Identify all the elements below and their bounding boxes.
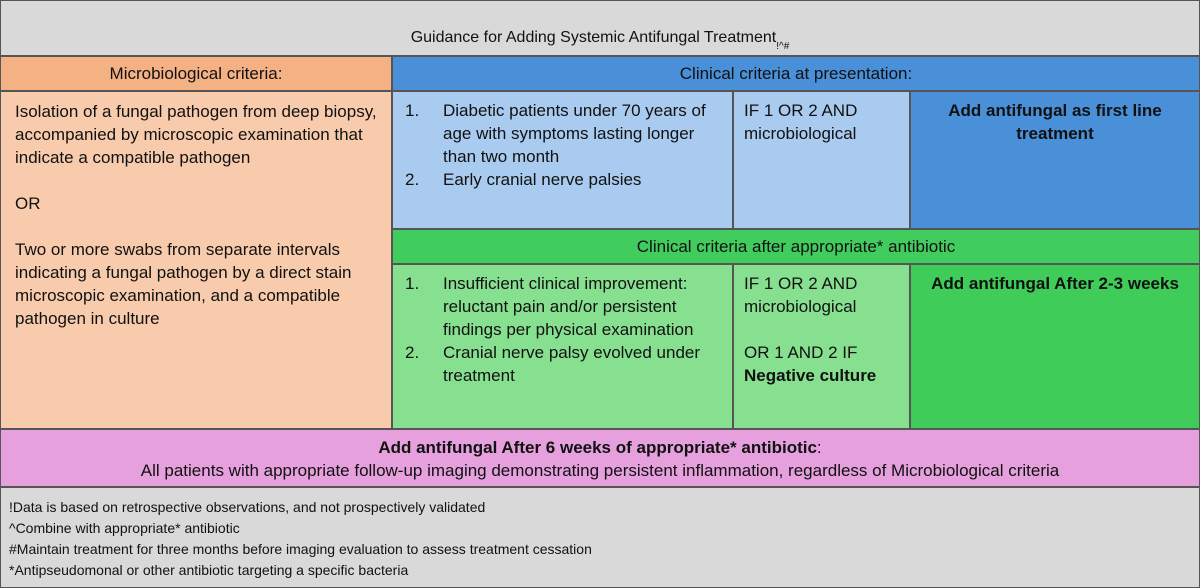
list-number: 2. bbox=[405, 343, 420, 362]
list-item: 2. Cranial nerve palsy evolved under tre… bbox=[403, 341, 722, 387]
footnotes: !Data is based on retrospective observat… bbox=[0, 487, 1200, 588]
presentation-condition: IF 1 OR 2 AND microbiological bbox=[733, 91, 910, 229]
micro-criterion-swabs: Two or more swabs from separate interval… bbox=[15, 240, 352, 328]
presentation-condition-text: IF 1 OR 2 AND microbiological bbox=[744, 101, 858, 143]
microbiological-criteria-body: Isolation of a fungal pathogen from deep… bbox=[0, 91, 392, 429]
list-text: Cranial nerve palsy evolved under treatm… bbox=[443, 343, 701, 385]
list-text: Insufficient clinical improvement: reluc… bbox=[443, 274, 694, 339]
list-text: Early cranial nerve palsies bbox=[443, 170, 642, 189]
footnote-antipseudomonal: *Antipseudomonal or other antibiotic tar… bbox=[9, 562, 409, 578]
list-number: 1. bbox=[405, 274, 420, 293]
list-item: 1. Diabetic patients under 70 years of a… bbox=[403, 99, 722, 168]
table-title: Guidance for Adding Systemic Antifungal … bbox=[0, 0, 1200, 56]
micro-criterion-biopsy: Isolation of a fungal pathogen from deep… bbox=[15, 102, 377, 167]
after-antibiotic-action: Add antifungal After 2-3 weeks bbox=[910, 264, 1200, 429]
list-item: 1. Insufficient clinical improvement: re… bbox=[403, 272, 722, 341]
micro-criterion-or: OR bbox=[15, 194, 41, 213]
clinical-after-antibiotic-header-text: Clinical criteria after appropriate* ant… bbox=[636, 236, 956, 256]
after-antibiotic-action-text: Add antifungal After 2-3 weeks bbox=[931, 274, 1179, 293]
list-item: 2. Early cranial nerve palsies bbox=[403, 168, 722, 191]
clinical-presentation-header: Clinical criteria at presentation: bbox=[392, 56, 1200, 91]
title-text: Guidance for Adding Systemic Antifungal … bbox=[410, 29, 777, 46]
six-week-heading-colon: : bbox=[816, 438, 822, 457]
presentation-action: Add antifungal as first line treatment bbox=[910, 91, 1200, 229]
list-number: 1. bbox=[405, 101, 420, 120]
six-week-heading: Add antifungal After 6 weeks of appropri… bbox=[378, 438, 817, 457]
after-condition-second: OR 1 AND 2 IF bbox=[744, 343, 858, 362]
list-number: 2. bbox=[405, 170, 420, 189]
after-condition-first: IF 1 OR 2 AND microbiological bbox=[744, 274, 858, 316]
after-condition-negative-culture: Negative culture bbox=[744, 366, 877, 385]
footnote-combine: ^Combine with appropriate* antibiotic bbox=[9, 520, 240, 536]
presentation-criteria-list: 1. Diabetic patients under 70 years of a… bbox=[392, 91, 733, 229]
after-antibiotic-criteria-list: 1. Insufficient clinical improvement: re… bbox=[392, 264, 733, 429]
microbiological-criteria-header: Microbiological criteria: bbox=[0, 56, 392, 91]
six-week-recommendation: Add antifungal After 6 weeks of appropri… bbox=[0, 429, 1200, 487]
clinical-after-antibiotic-header: Clinical criteria after appropriate* ant… bbox=[392, 229, 1200, 264]
clinical-presentation-header-text: Clinical criteria at presentation: bbox=[679, 63, 913, 83]
list-text: Diabetic patients under 70 years of age … bbox=[443, 101, 706, 166]
microbiological-header-text: Microbiological criteria: bbox=[109, 63, 283, 83]
six-week-text: All patients with appropriate follow-up … bbox=[140, 461, 1060, 480]
footnote-data-basis: !Data is based on retrospective observat… bbox=[9, 499, 486, 515]
footnote-maintain: #Maintain treatment for three months bef… bbox=[9, 541, 592, 557]
after-antibiotic-condition: IF 1 OR 2 AND microbiological OR 1 AND 2… bbox=[733, 264, 910, 429]
presentation-action-text: Add antifungal as first line treatment bbox=[948, 101, 1162, 143]
